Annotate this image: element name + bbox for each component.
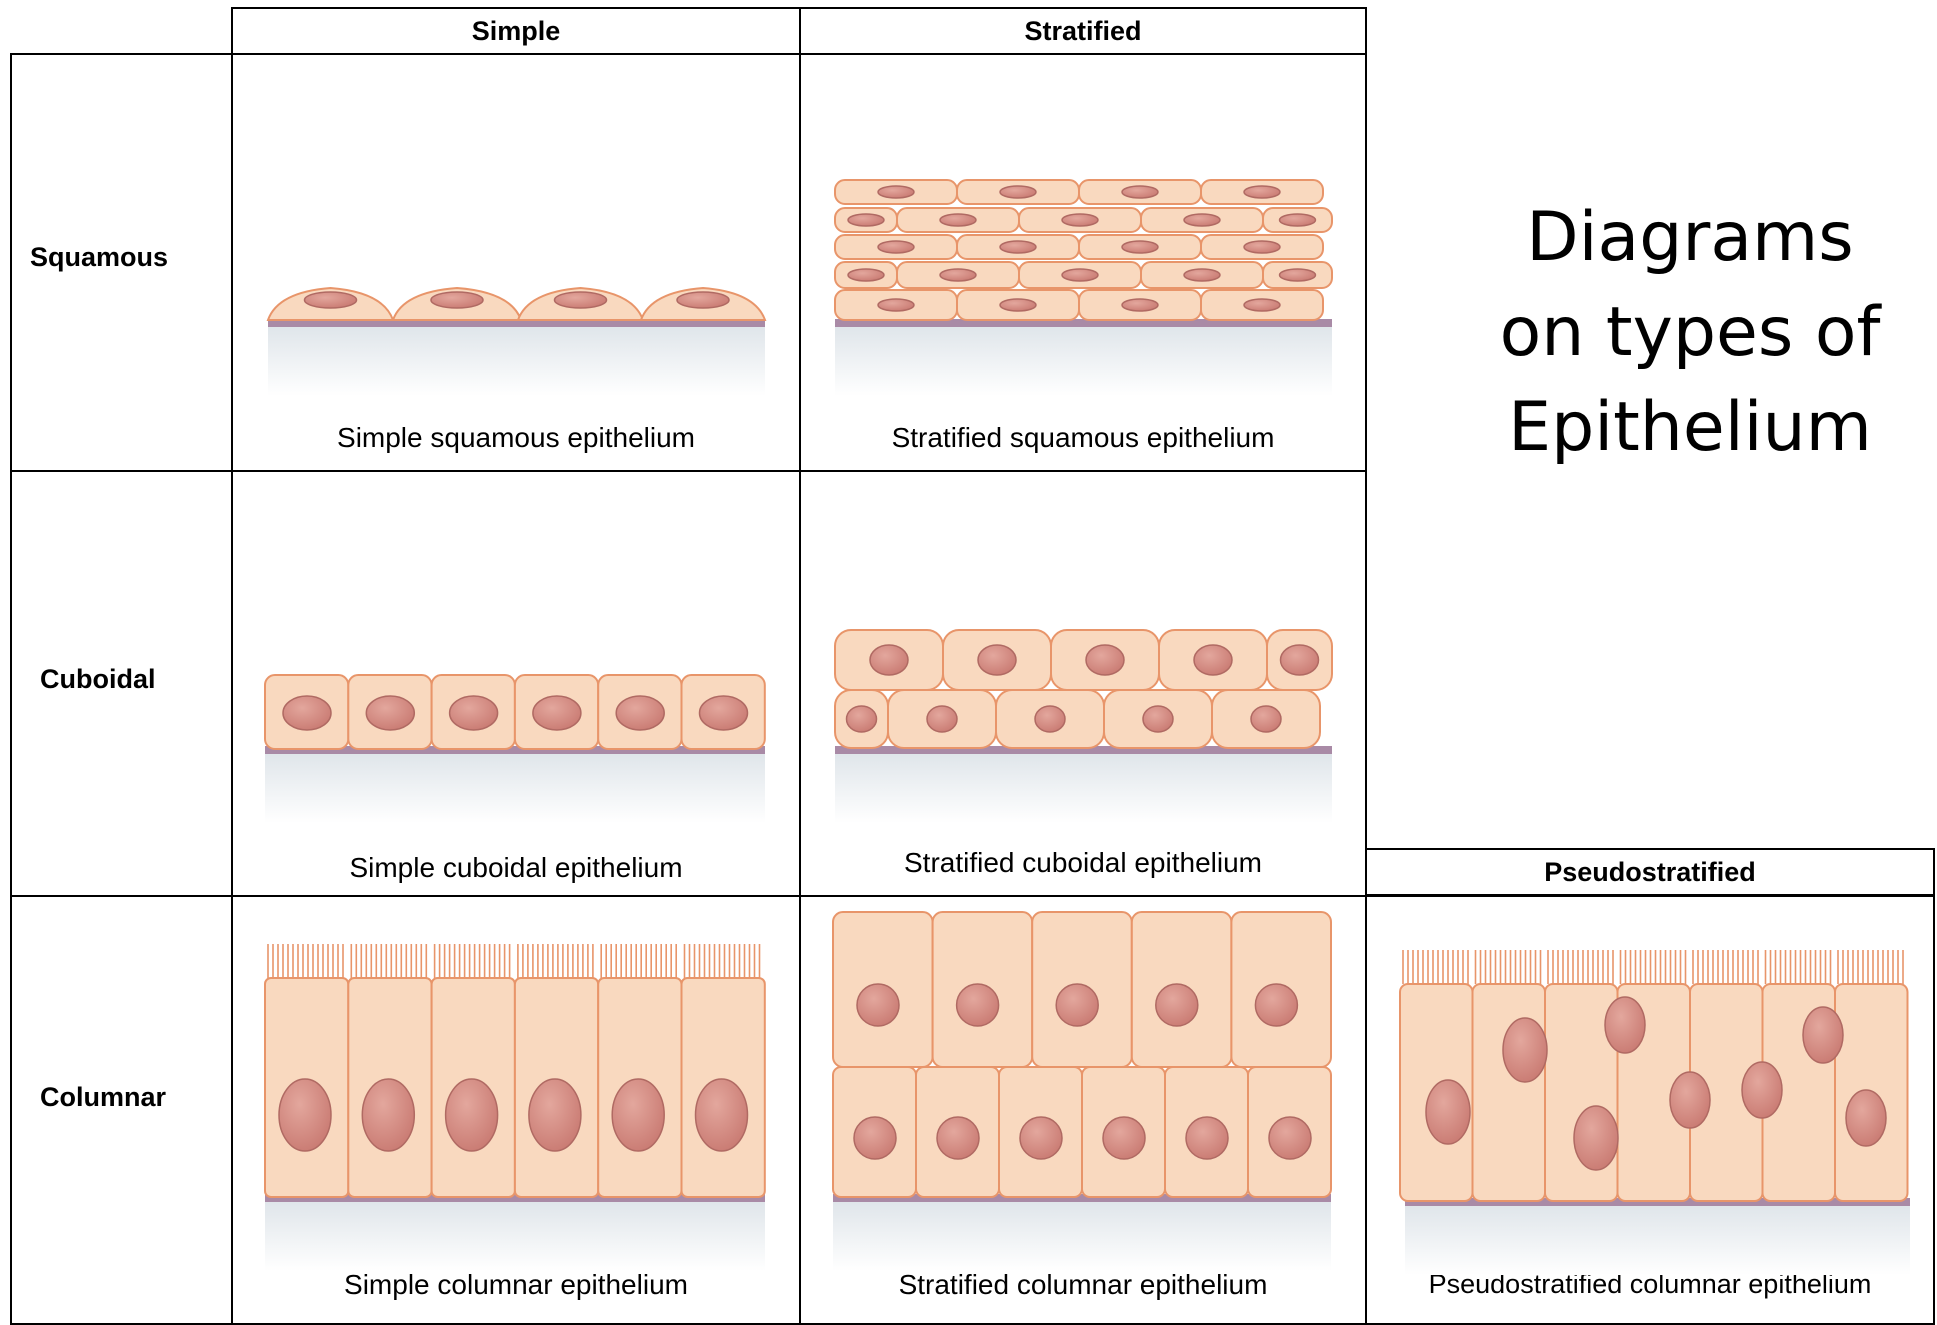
caption-pseudostratified-columnar: Pseudostratified columnar epithelium (1367, 1269, 1933, 1300)
caption-simple-cuboidal: Simple cuboidal epithelium (233, 852, 799, 884)
cell-stratified-squamous: Stratified squamous epithelium (799, 53, 1367, 472)
column-header-stratified: Stratified (799, 7, 1367, 55)
cell-simple-cuboidal: Simple cuboidal epithelium (231, 470, 801, 897)
row-label-cuboidal: Cuboidal (40, 664, 156, 695)
caption-stratified-squamous: Stratified squamous epithelium (801, 422, 1365, 454)
caption-stratified-columnar: Stratified columnar epithelium (801, 1269, 1365, 1301)
cell-stratified-columnar: Stratified columnar epithelium (799, 895, 1367, 1325)
row-label-squamous: Squamous (30, 242, 168, 273)
cell-pseudostratified-columnar: Pseudostratified columnar epithelium (1365, 895, 1935, 1325)
caption-simple-squamous: Simple squamous epithelium (233, 422, 799, 454)
cell-simple-squamous: Simple squamous epithelium (231, 53, 801, 472)
column-header-pseudostratified-label: Pseudostratified (1544, 857, 1756, 888)
caption-simple-columnar: Simple columnar epithelium (233, 1269, 799, 1301)
row-label-columnar: Columnar (40, 1082, 166, 1113)
cell-simple-columnar: Simple columnar epithelium (231, 895, 801, 1325)
cell-stratified-cuboidal: Stratified cuboidal epithelium (799, 470, 1367, 897)
title-line-3: Epithelium (1415, 380, 1937, 475)
column-header-simple-label: Simple (472, 16, 561, 47)
page-title: Diagrams on types of Epithelium (1415, 190, 1937, 475)
column-header-simple: Simple (231, 7, 801, 55)
column-header-stratified-label: Stratified (1024, 16, 1141, 47)
title-line-1: Diagrams (1415, 190, 1937, 285)
title-line-2: on types of (1415, 285, 1937, 380)
caption-stratified-cuboidal: Stratified cuboidal epithelium (801, 847, 1365, 879)
column-header-pseudostratified: Pseudostratified (1365, 848, 1935, 896)
